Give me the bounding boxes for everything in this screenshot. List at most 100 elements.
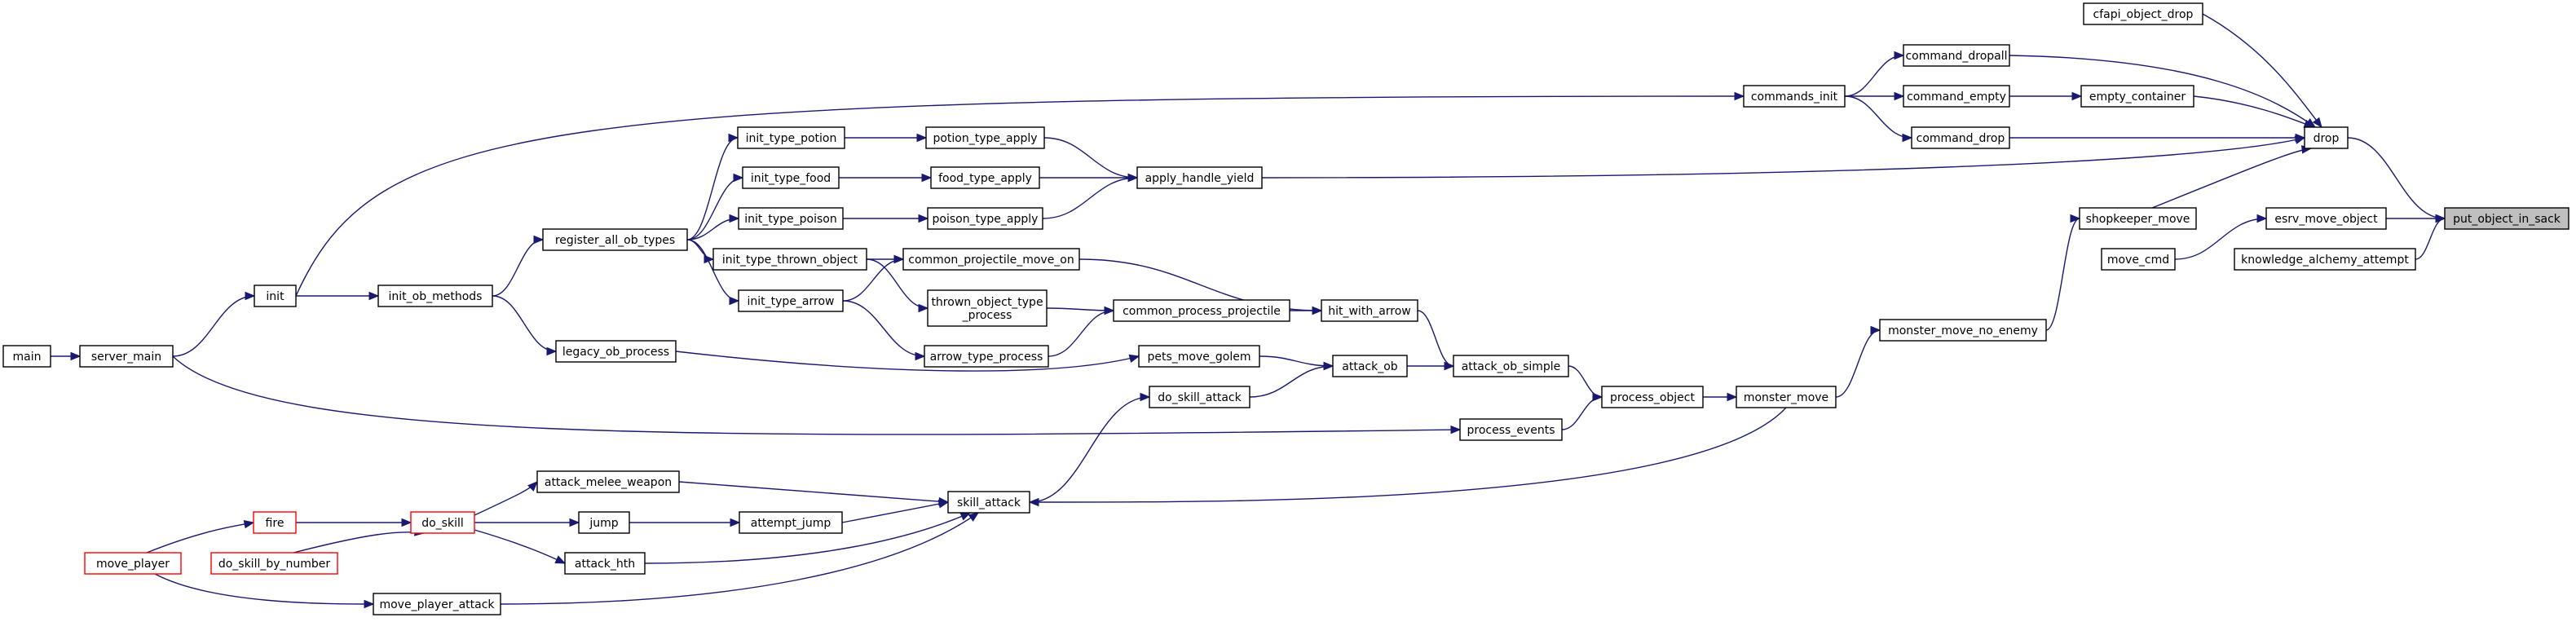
node-box: [254, 285, 297, 307]
node-fire[interactable]: fire: [253, 511, 297, 534]
node-box: [947, 491, 1030, 514]
node-label: command_drop: [1917, 132, 2005, 145]
node-attack-hth[interactable]: attack_hth: [564, 552, 646, 575]
node-server-main[interactable]: server_main: [79, 345, 174, 368]
node-box: [253, 511, 297, 534]
node-process-object[interactable]: process_object: [1601, 386, 1704, 408]
arrowhead-icon: [527, 481, 538, 492]
node-thrown-object-type-process[interactable]: thrown_object_type_process: [927, 289, 1048, 327]
arrowhead-icon: [1128, 354, 1140, 363]
node-attack-ob-simple[interactable]: attack_ob_simple: [1453, 355, 1569, 377]
node-label: init_type_thrown_object: [722, 254, 858, 267]
node-box: [925, 126, 1045, 149]
node-shopkeeper-move[interactable]: shopkeeper_move: [2079, 207, 2197, 230]
node-cfapi-object-drop[interactable]: cfapi_object_drop: [2083, 2, 2203, 25]
node-label: command_empty: [1907, 90, 2006, 104]
node-skill-attack[interactable]: skill_attack: [947, 491, 1030, 514]
node-common-process-projectile[interactable]: common_process_projectile: [1113, 299, 1290, 322]
node-label: attack_ob: [1342, 360, 1398, 373]
node-init-type-food[interactable]: init_type_food: [742, 166, 840, 189]
node-process-events[interactable]: process_events: [1459, 418, 1563, 441]
edge-process_events-to-process_object: [1561, 396, 1603, 430]
arrowhead-icon: [921, 173, 933, 183]
node-do-skill-attack[interactable]: do_skill_attack: [1149, 386, 1251, 408]
node-jump[interactable]: jump: [578, 511, 630, 534]
node-init-type-potion[interactable]: init_type_potion: [737, 126, 845, 149]
node-put-object-in-sack[interactable]: put_object_in_sack: [2444, 207, 2569, 230]
arrowhead-icon: [915, 351, 926, 361]
node-move-player-attack[interactable]: move_player_attack: [373, 593, 501, 615]
arrowhead-icon: [364, 599, 375, 609]
node-monster-move[interactable]: monster_move: [1736, 386, 1837, 408]
node-move-player[interactable]: move_player: [84, 552, 182, 575]
node-attack-ob[interactable]: attack_ob: [1332, 355, 1408, 377]
node-box: [1149, 386, 1251, 408]
edge-server_main-to-process_events: [172, 355, 1461, 435]
node-legacy-ob-process[interactable]: legacy_ob_process: [555, 340, 677, 363]
node-potion-type-apply[interactable]: potion_type_apply: [925, 126, 1045, 149]
edge-attack_ob_simple-to-process_object: [1568, 365, 1603, 398]
node-empty-container[interactable]: empty_container: [2080, 85, 2194, 108]
node-esrv-move-object[interactable]: esrv_move_object: [2265, 207, 2387, 230]
node-label: jump: [589, 517, 618, 530]
arrowhead-icon: [729, 214, 740, 223]
node-main[interactable]: main: [2, 345, 51, 368]
node-commands-init[interactable]: commands_init: [1743, 85, 1846, 108]
edges-layer: [51, 13, 2446, 609]
node-label: apply_handle_yield: [1145, 172, 1255, 185]
edge-init-to-commands_init: [295, 95, 1745, 297]
node-box: [2, 345, 51, 368]
node-init-ob-methods[interactable]: init_ob_methods: [377, 285, 493, 307]
arrowhead-icon: [728, 133, 739, 143]
node-command-drop[interactable]: command_drop: [1911, 126, 2010, 149]
edge-knowledge_alchemy_attempt-to-put_object_in_sack: [2415, 218, 2446, 260]
node-register-all-ob-types[interactable]: register_all_ob_types: [542, 228, 688, 251]
node-move-cmd[interactable]: move_cmd: [2101, 248, 2176, 271]
edge-monster_move-to-monster_move_no_enemy: [1835, 329, 1881, 398]
edge-arrow_type_process-to-common_process_projectile: [1048, 310, 1114, 357]
node-command-empty[interactable]: command_empty: [1903, 85, 2010, 108]
node-init-type-poison[interactable]: init_type_poison: [738, 207, 844, 230]
arrowhead-icon: [733, 173, 744, 183]
node-attempt-jump[interactable]: attempt_jump: [739, 511, 843, 534]
node-box: [1138, 345, 1260, 368]
arrowhead-icon: [1870, 325, 1881, 335]
node-box: [2080, 85, 2194, 108]
node-poison-type-apply[interactable]: poison_type_apply: [927, 207, 1043, 230]
node-drop[interactable]: drop: [2304, 126, 2349, 149]
edge-do_skill_by_number-to-do_skill: [293, 532, 425, 554]
node-arrow-type-process[interactable]: arrow_type_process: [924, 345, 1049, 368]
node-label: fire: [266, 517, 285, 530]
node-label: main: [13, 351, 42, 364]
node-knowledge-alchemy-attempt[interactable]: knowledge_alchemy_attempt: [2234, 248, 2416, 271]
node-box: [930, 166, 1040, 189]
node-label: do_skill_by_number: [218, 558, 331, 571]
node-init-type-arrow[interactable]: init_type_arrow: [738, 289, 844, 312]
node-label: put_object_in_sack: [2453, 213, 2561, 226]
node-init[interactable]: init: [254, 285, 297, 307]
node-hit-with-arrow[interactable]: hit_with_arrow: [1321, 299, 1418, 322]
node-label: hit_with_arrow: [1328, 305, 1411, 318]
edge-move_cmd-to-esrv_move_object: [2174, 218, 2267, 260]
node-monster-move-no-enemy[interactable]: monster_move_no_enemy: [1879, 319, 2047, 342]
node-pets-move-golem[interactable]: pets_move_golem: [1138, 345, 1260, 368]
node-box: [738, 289, 844, 312]
arrowhead-icon: [937, 500, 950, 509]
edge-do_skill_attack-to-attack_ob: [1249, 365, 1334, 398]
arrowhead-icon: [1894, 91, 1905, 101]
edge-do_skill-to-attack_hth: [474, 529, 566, 564]
node-box: [536, 470, 680, 493]
node-label: knowledge_alchemy_attempt: [2241, 254, 2409, 267]
node-command-dropall[interactable]: command_dropall: [1903, 44, 2010, 67]
node-common-projectile-move-on[interactable]: common_projectile_move_on: [902, 248, 1080, 271]
node-do-skill-by-number[interactable]: do_skill_by_number: [210, 552, 338, 575]
edge-poison_type_apply-to-apply_handle_yield: [1042, 177, 1138, 219]
node-attack-melee-weapon[interactable]: attack_melee_weapon: [536, 470, 680, 493]
node-food-type-apply[interactable]: food_type_apply: [930, 166, 1040, 189]
node-box: [737, 126, 845, 149]
node-apply-handle-yield[interactable]: apply_handle_yield: [1136, 166, 1263, 189]
node-init-type-thrown-object[interactable]: init_type_thrown_object: [712, 248, 867, 271]
node-label: init_type_food: [751, 172, 831, 185]
edge-hit_with_arrow-to-attack_ob_simple: [1417, 310, 1454, 367]
node-do-skill[interactable]: do_skill: [410, 511, 475, 534]
